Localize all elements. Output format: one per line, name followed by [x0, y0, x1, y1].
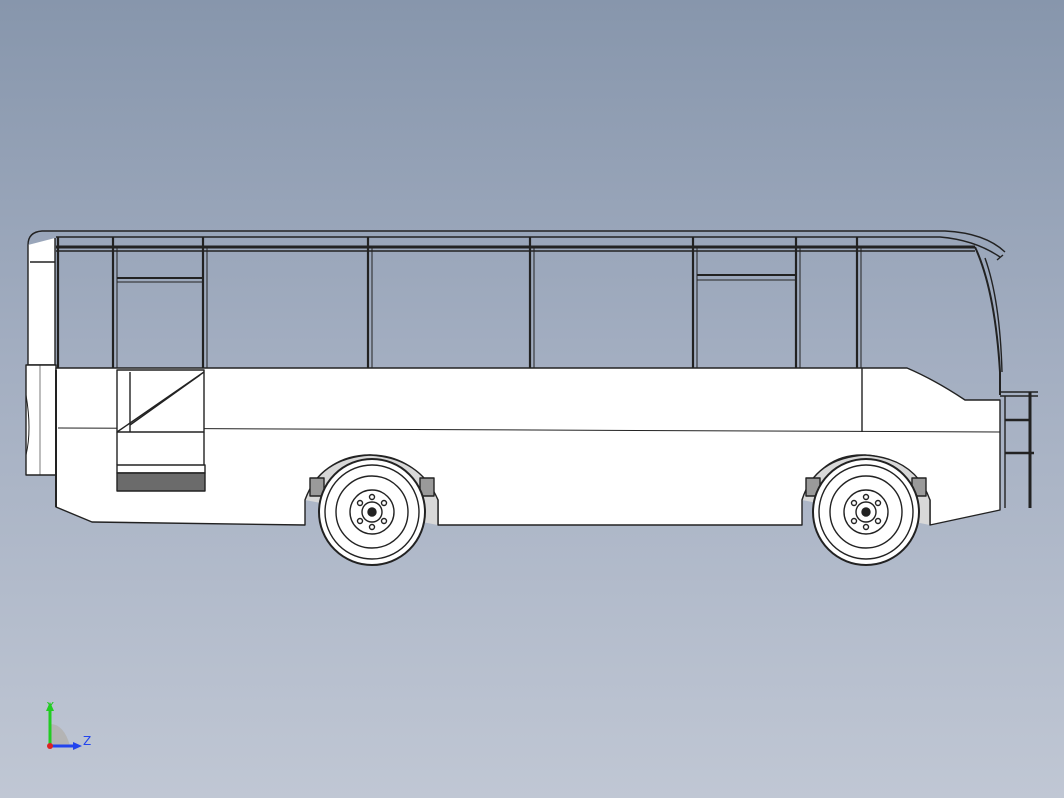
triad-z-label: Z [83, 734, 91, 748]
door-panel [116, 369, 206, 492]
roof-rail [27, 230, 1006, 258]
window-crossbars [117, 274, 796, 283]
coordinate-triad: Y Z [46, 700, 91, 750]
rear-wheel [318, 458, 426, 566]
front-step-ladder [1000, 391, 1038, 508]
rear-panel [25, 238, 57, 476]
triad-z-arrow [73, 742, 82, 750]
triad-plane [50, 724, 70, 746]
front-wheel [812, 458, 920, 566]
window-pillars [56, 237, 862, 368]
triad-y-label: Y [46, 700, 54, 713]
triad-origin [47, 743, 53, 749]
windshield [974, 246, 1004, 395]
triad-y-arrow [46, 702, 54, 711]
